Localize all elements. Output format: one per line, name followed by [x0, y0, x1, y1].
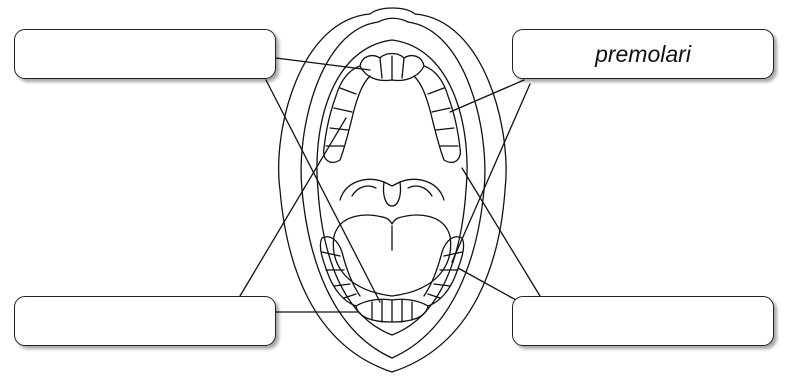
label-box-top-right[interactable]: premolari [512, 29, 774, 79]
leader-line-top-right-upper [450, 80, 524, 112]
throat [340, 179, 444, 206]
label-box-bottom-right[interactable] [512, 296, 774, 346]
label-top-right-text: premolari [595, 41, 691, 68]
label-box-top-left[interactable] [14, 29, 276, 79]
soft-palate-arch [340, 179, 444, 200]
leader-line-top-right-lower [452, 84, 530, 262]
mouth-cavity-outline [317, 40, 467, 335]
label-box-bottom-left[interactable] [14, 296, 276, 346]
inner-lips-outline [301, 18, 485, 358]
leader-line-top-left-incisors [276, 58, 370, 70]
upper-left-teeth [324, 66, 370, 162]
leader-line-bottom-left-upper [240, 118, 346, 296]
leader-line-bottom-right-lower [458, 268, 516, 300]
upper-right-teeth [414, 66, 460, 162]
upper-teeth [324, 54, 461, 163]
